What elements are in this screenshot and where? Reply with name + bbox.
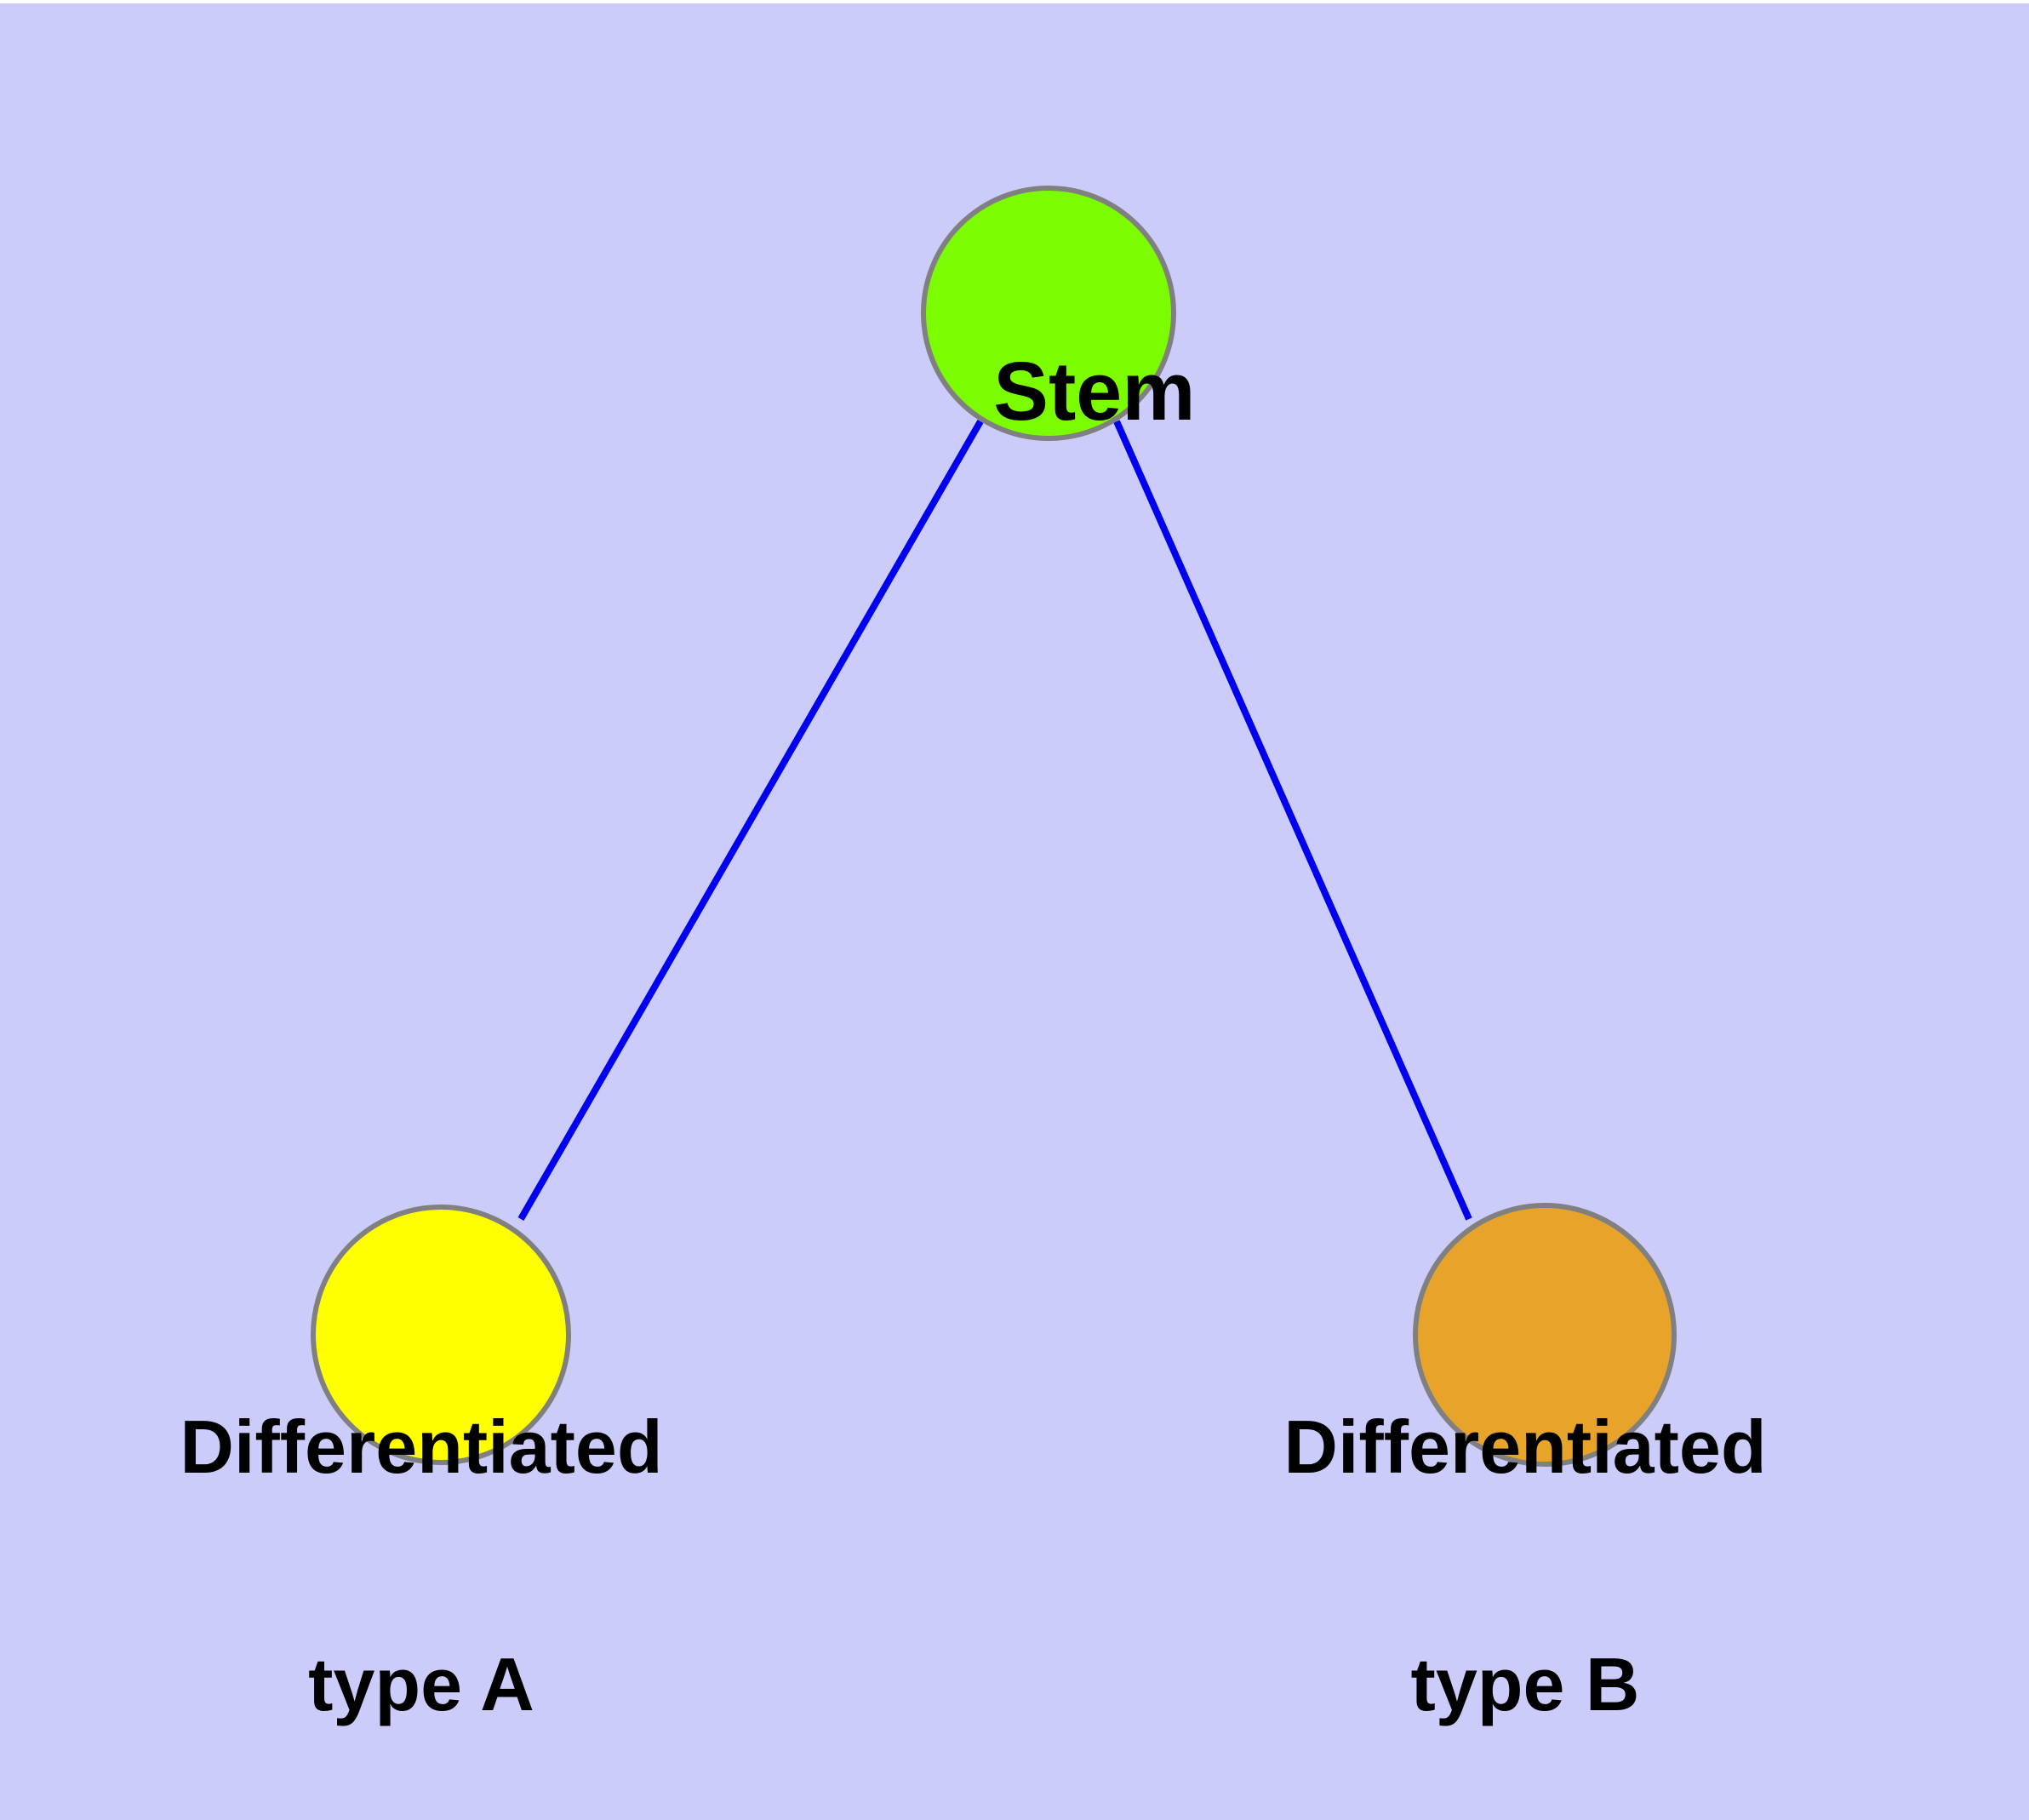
node-layer bbox=[311, 186, 1677, 1467]
edge-layer bbox=[517, 420, 1472, 1221]
node-differentiated-type-b[interactable] bbox=[1413, 1203, 1677, 1467]
edge-stem-to-differentiated-type-b[interactable] bbox=[1113, 420, 1472, 1221]
node-differentiated-type-a[interactable] bbox=[311, 1205, 571, 1465]
edge-stem-to-differentiated-type-a[interactable] bbox=[517, 420, 984, 1221]
node-stem[interactable] bbox=[921, 186, 1176, 441]
